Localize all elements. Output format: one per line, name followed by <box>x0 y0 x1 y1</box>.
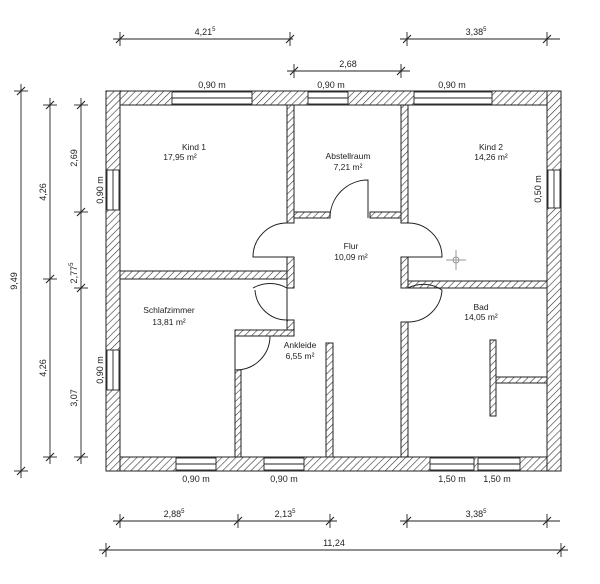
wall-flur-left-mid <box>286 256 295 289</box>
room-area-kind1: 17,95 m² <box>163 152 197 162</box>
room-name-schlafzimmer: Schlafzimmer <box>143 305 195 315</box>
window-labels: 0,90 m 0,90 m 0,90 m 0,90 m 0,90 m 0,50 … <box>95 80 543 484</box>
room-area-schlafzimmer: 13,81 m² <box>152 317 186 327</box>
dim-bottom-a: 2,885 <box>164 509 186 519</box>
door-ankleide <box>234 335 271 371</box>
door-kind1 <box>252 222 288 258</box>
window-label-right-1: 0,50 m <box>533 175 543 203</box>
door-kind2 <box>407 222 443 258</box>
dim-bottom-total: 11,24 <box>323 538 345 548</box>
window-label-bottom-4: 1,50 m <box>483 474 511 484</box>
wall-flur-left-lower <box>286 319 295 331</box>
wall-abstell-bottom-left <box>293 211 331 219</box>
dim-bottom-c: 3,385 <box>466 509 488 519</box>
dim-left-total: 9,49 <box>9 272 19 290</box>
wall-ankleide-top <box>234 329 295 337</box>
window-label-bottom-2: 0,90 m <box>270 474 298 484</box>
dim-top-middle: 2,68 <box>339 59 357 69</box>
wall-left <box>105 90 121 472</box>
wall-ankleide-left <box>234 369 242 458</box>
room-name-ankleide: Ankleide <box>284 340 317 350</box>
window-label-left-2: 0,90 m <box>95 356 105 384</box>
room-area-flur: 10,09 m² <box>334 252 368 262</box>
wall-ankleide-right <box>325 342 334 458</box>
dimensions-left: 9,49 4,26 4,26 2,69 2,775 3,07 <box>9 84 88 478</box>
dim-left-upper: 4,26 <box>38 183 48 201</box>
room-name-kind1: Kind 1 <box>182 142 206 152</box>
windows <box>106 91 561 471</box>
wall-abstell-bottom-right <box>369 211 406 219</box>
window-label-bottom-1: 0,90 m <box>182 474 210 484</box>
dimensions-bottom: 2,885 2,135 3,385 11,24 <box>99 509 568 557</box>
door-schlafzimmer <box>252 282 288 321</box>
dim-top-right: 3,385 <box>466 27 488 37</box>
wall-flur-right-upper <box>400 104 409 224</box>
dim-top-left: 4,215 <box>195 27 217 37</box>
wall-flur-right-mid <box>400 256 409 289</box>
window-label-top-1: 0,90 m <box>198 80 226 90</box>
wall-kind1-bottom <box>119 270 291 280</box>
move-cursor-icon <box>446 250 466 270</box>
dimensions-top: 4,215 3,385 2,68 <box>113 27 560 78</box>
room-labels: Kind 1 17,95 m² Abstellraum 7,21 m² Kind… <box>143 142 508 361</box>
window-label-bottom-3: 1,50 m <box>438 474 466 484</box>
room-area-kind2: 14,26 m² <box>474 152 508 162</box>
door-bad <box>407 283 443 323</box>
interior-walls <box>119 104 548 458</box>
dim-left-a: 2,69 <box>69 149 79 167</box>
window-label-top-3: 0,90 m <box>438 80 466 90</box>
wall-right <box>546 90 562 472</box>
room-name-kind2: Kind 2 <box>479 142 503 152</box>
room-name-abstellraum: Abstellraum <box>326 151 371 161</box>
wall-bad-vertical <box>489 339 497 417</box>
window-label-top-2: 0,90 m <box>317 80 345 90</box>
room-area-abstellraum: 7,21 m² <box>334 162 363 172</box>
window-label-left-1: 0,90 m <box>95 176 105 204</box>
room-name-bad: Bad <box>473 302 488 312</box>
dim-left-lower: 4,26 <box>38 359 48 377</box>
wall-kind2-bottom <box>407 280 548 289</box>
dim-bottom-b: 2,135 <box>275 509 297 519</box>
doors <box>234 179 443 371</box>
dim-left-b: 2,775 <box>69 262 79 284</box>
room-name-flur: Flur <box>344 241 359 251</box>
room-area-bad: 14,05 m² <box>464 312 498 322</box>
wall-flur-right-lower <box>400 321 409 458</box>
wall-flur-left-upper <box>286 104 295 224</box>
room-area-ankleide: 6,55 m² <box>286 351 315 361</box>
door-abstellraum <box>329 179 369 219</box>
dim-left-c: 3,07 <box>69 389 79 407</box>
wall-bad-horizontal <box>495 376 548 384</box>
